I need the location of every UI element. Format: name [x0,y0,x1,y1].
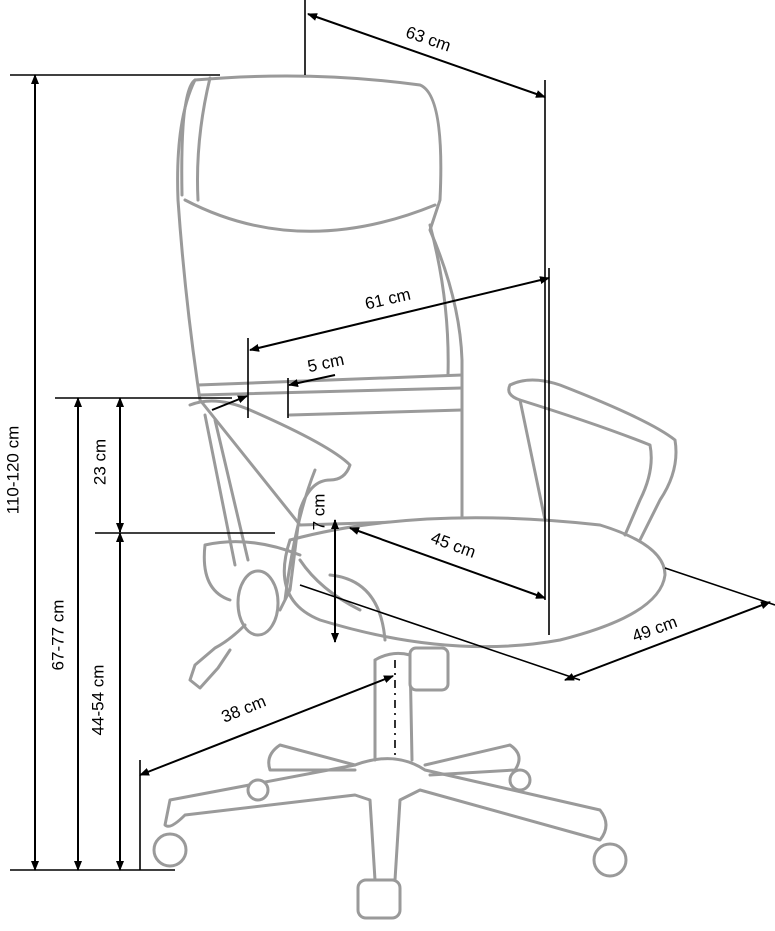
seat [282,516,667,649]
label-38: 38 cm [219,692,269,727]
label-5: 5 cm [306,350,346,376]
dim-38 [139,675,394,776]
label-44-54: 44-54 cm [88,665,107,736]
left-armrest [188,399,352,612]
label-23: 23 cm [90,439,109,485]
right-armrest [507,378,678,542]
label-61: 61 cm [363,285,412,314]
caster-left [152,832,188,868]
star-base [163,757,608,882]
height-knob [408,646,450,692]
headrest-side [180,76,212,202]
dim-5a [211,395,248,411]
label-110-120: 110-120 cm [3,426,22,515]
caster-front [356,878,402,920]
back-frame [428,223,450,377]
extension-lines [10,0,775,871]
label-67-77: 67-77 cm [48,600,67,671]
lumbar-band [196,373,464,417]
backrest [176,74,464,527]
dim-49 [564,601,771,681]
dim-63 [307,13,546,98]
office-chair-illustration [152,74,678,920]
label-49: 49 cm [630,612,680,646]
tilt-lever [188,623,247,690]
tilt-knob [236,569,280,637]
caster-back-left [246,778,270,802]
label-7: 7 cm [309,494,328,531]
dim-45 [349,527,546,599]
dimension-arrows [31,13,771,871]
dim-5b [288,374,336,387]
headrest-pad [183,198,437,233]
seat-underside [202,540,362,612]
dim-61 [249,276,550,352]
caster-right [592,842,628,878]
caster-back-right [508,768,532,792]
